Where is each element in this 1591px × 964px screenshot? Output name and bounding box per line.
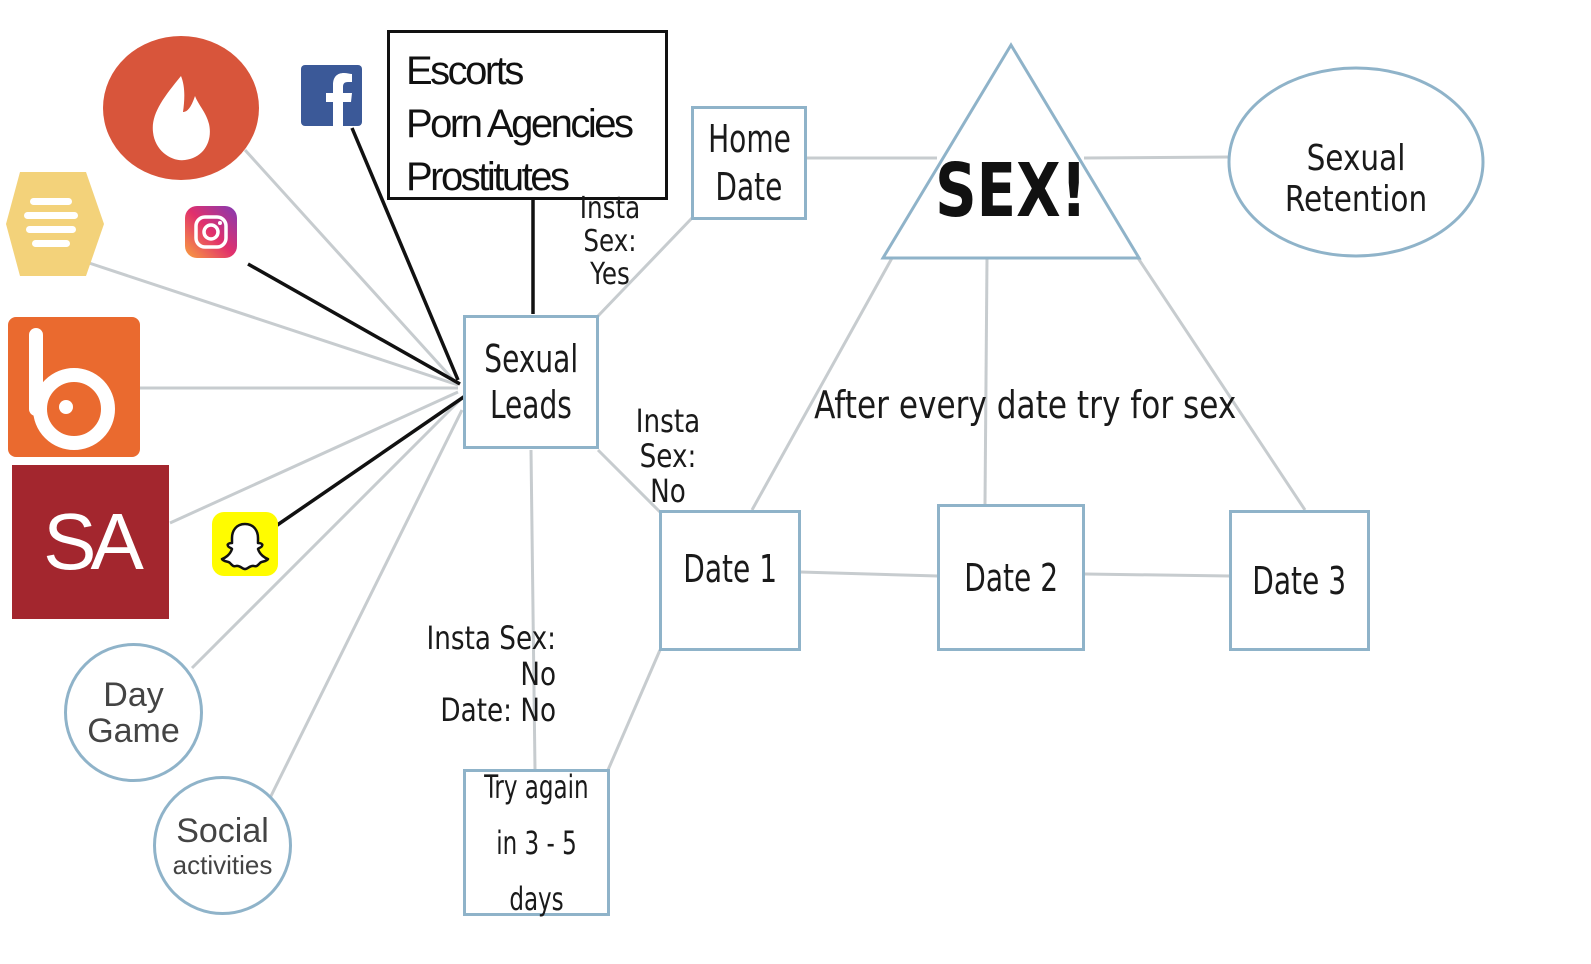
try-again-node: Try again in 3 - 5 days xyxy=(463,768,610,918)
day-game-circle: Day Game xyxy=(64,643,203,782)
date-2-node: Date 2 xyxy=(937,504,1085,651)
day-game-line1: Day xyxy=(103,675,164,714)
insta-yes-line1: Insta Sex: xyxy=(579,191,641,259)
insta-no-date-no-label: Insta Sex: No Date: No xyxy=(392,620,556,728)
insta-sex-yes-label: Insta Sex: Yes xyxy=(553,192,668,291)
insta-no-line1: Insta Sex: xyxy=(635,402,701,475)
edge-date2-date3 xyxy=(1084,572,1231,578)
paid-escorts: Escorts xyxy=(406,49,524,93)
social-line1: Social xyxy=(176,811,269,850)
date-1-node: Date 1 xyxy=(659,510,801,651)
edge-date1-sex xyxy=(750,257,894,511)
sa-logo-text: SA xyxy=(43,497,144,586)
edge-facebook-leads xyxy=(350,127,460,381)
sex-triangle xyxy=(880,42,1142,260)
sexual-leads-line2: Leads xyxy=(490,383,572,427)
edge-instagram-leads xyxy=(247,262,461,386)
insta-no-line2: No xyxy=(650,472,686,510)
insta-no-date-line1: Insta Sex: No xyxy=(426,619,556,693)
home-date-line1: Home xyxy=(707,117,791,161)
edge-leads-tryagain xyxy=(529,449,537,771)
insta-sex-no-label: Insta Sex: No xyxy=(611,404,726,509)
sexual-retention-label: Sexual Retention xyxy=(1284,138,1428,220)
sexual-leads-line1: Sexual xyxy=(484,337,578,381)
insta-no-date-line2: Date: No xyxy=(440,691,556,729)
badoo-icon xyxy=(8,317,140,457)
edge-sa-leads xyxy=(169,390,459,525)
edge-snapchat-leads xyxy=(269,392,469,532)
facebook-icon xyxy=(301,65,362,126)
social-line2: activities xyxy=(172,849,273,880)
edge-leads-date1 xyxy=(596,448,662,514)
home-date-node: Home Date xyxy=(691,106,807,220)
edge-date2-sex xyxy=(983,257,989,505)
insta-yes-line2: Yes xyxy=(590,257,630,292)
edge-daygame-leads xyxy=(190,398,462,670)
date-2-label: Date 2 xyxy=(964,555,1058,600)
try-again-line2: in 3 - 5 days xyxy=(496,823,577,918)
edge-tinder-leads xyxy=(243,148,460,387)
tinder-flame-icon xyxy=(103,36,259,180)
sex-label: SEX! xyxy=(935,148,1087,234)
paid-prostitutes: Prostitutes xyxy=(406,155,570,199)
edge-date1-date2 xyxy=(799,570,939,578)
retention-ellipse xyxy=(1227,66,1485,258)
bumble-hive-icon xyxy=(6,172,104,276)
sexual-leads-node: Sexual Leads xyxy=(463,315,599,449)
edge-sex-retention xyxy=(1083,155,1231,160)
paid-porn-agencies: Porn Agencies xyxy=(406,102,634,146)
edge-bumble-leads xyxy=(79,258,459,387)
after-every-date-label: After every date try for sex xyxy=(814,383,1237,427)
date-3-node: Date 3 xyxy=(1229,510,1370,651)
paid-services-box: Escorts Porn Agencies Prostitutes xyxy=(387,30,668,200)
edge-leads-homedate xyxy=(596,216,694,318)
sa-logo-badge: SA xyxy=(12,465,169,619)
social-activities-circle: Social activities xyxy=(153,776,292,915)
date-1-label: Date 1 xyxy=(683,546,777,591)
edge-social-leads xyxy=(268,409,464,799)
edge-date3-sex xyxy=(1136,257,1307,511)
date-3-label: Date 3 xyxy=(1252,558,1347,603)
instagram-icon xyxy=(185,206,237,258)
snapchat-ghost-icon xyxy=(212,512,278,576)
edge-tryagain-date1 xyxy=(606,649,662,771)
day-game-line2: Game xyxy=(87,711,180,750)
try-again-line1: Try again xyxy=(484,767,589,806)
home-date-line2: Date xyxy=(715,165,783,209)
